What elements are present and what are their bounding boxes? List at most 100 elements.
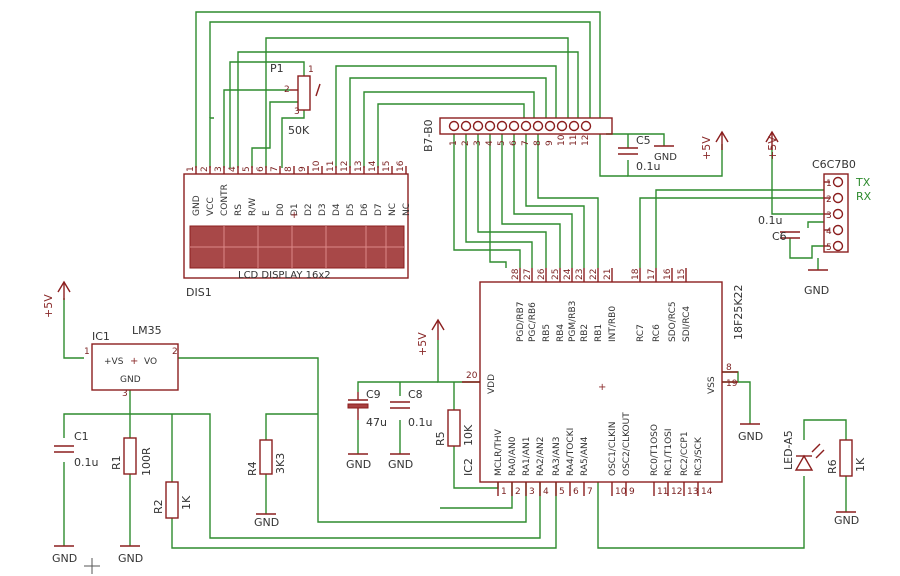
mcu-top-pin-number: 21 — [603, 269, 613, 280]
lcd-pin-label: D1 — [290, 203, 300, 216]
mcu-top-pin-number: 27 — [523, 269, 533, 280]
wire-r4 — [265, 413, 318, 440]
vcc-arrow-vdd: +5V — [416, 318, 445, 356]
pot-body — [297, 75, 311, 111]
header-c-pin — [832, 192, 844, 204]
lcd-pin-number: 14 — [368, 160, 378, 172]
header-b-pin-number: 4 — [485, 140, 495, 146]
resistor-r6: R6 1K — [826, 439, 867, 477]
pot-pin-2: 2 — [284, 85, 290, 95]
resistor-r2: R2 1K — [152, 481, 193, 519]
mcu-top-pin-number: 16 — [663, 268, 673, 280]
vdd-label: VDD — [487, 374, 497, 394]
gnd-r1: GND — [118, 545, 143, 565]
c5-value: 0.1u — [636, 160, 660, 173]
header-b-pin — [556, 120, 568, 132]
header-c-pin-number: 3 — [826, 211, 832, 221]
r6-ref: R6 — [826, 459, 839, 474]
capacitor-c6: 0.1u C6 — [758, 214, 800, 243]
lcd-pin-label: D2 — [304, 203, 314, 216]
capacitor-c9: C9 47u — [347, 388, 387, 429]
header-b-pin-number: 11 — [569, 135, 579, 146]
c5-ref: C5 — [636, 134, 651, 147]
r5-ref: R5 — [434, 431, 447, 446]
lm35-pin1: 1 — [84, 347, 90, 357]
gnd-label: GND — [388, 458, 413, 471]
mcu-ref: IC2 — [462, 458, 475, 476]
header-c-pin-number: 1 — [826, 179, 832, 189]
lcd-pin-number: 15 — [382, 161, 392, 172]
tx-label: TX — [855, 176, 871, 189]
lcd-ref: DIS1 — [186, 286, 212, 299]
gnd-c8: GND — [388, 453, 413, 471]
vcc-label: +5V — [700, 136, 713, 160]
mcu-top-pin-label: INT/RB0 — [608, 306, 618, 342]
gnd-label: GND — [804, 284, 829, 297]
vcc-label: +5V — [766, 136, 779, 160]
wire-pot-top — [229, 61, 305, 168]
mcu-bottom-pin-number: 12 — [671, 487, 682, 497]
lcd-pins: 1GND2VCC3CONTR4RS5R/W6E7D08D19D210D311D4… — [186, 160, 412, 216]
gnd-label: GND — [254, 516, 279, 529]
wire-lcd-gnd — [195, 11, 601, 168]
header-b-pin-number: 2 — [461, 140, 471, 146]
mcu-bottom-pin-number: 9 — [629, 487, 635, 497]
header-b-pin — [532, 120, 544, 132]
mcu-bottom-pin-label: RC1/T1OSI — [664, 428, 674, 476]
vcc-arrow-c5: +5V — [700, 130, 729, 160]
header-c-pin-number: 2 — [826, 195, 832, 205]
mcu: 28PGD/RB727PGC/RB626RB525RB424PGM/RB323R… — [462, 268, 745, 497]
lcd-pin-number: 2 — [200, 166, 210, 172]
mcu-bottom-pin-label: RC2/CCP1 — [680, 431, 690, 476]
mcu-top-pin-label: RB5 — [542, 324, 552, 342]
lcd-pin-label: NC — [402, 203, 412, 216]
wire-lcd-d4 — [335, 65, 557, 168]
lcd-pin-label: VCC — [206, 197, 216, 216]
lcd-pin-label: D3 — [318, 203, 328, 216]
c8-value: 0.1u — [408, 416, 432, 429]
svg-text:+: + — [130, 356, 138, 367]
gnd-label: GND — [738, 430, 763, 443]
mcu-bottom-pin-label: RA4/TOCKI — [566, 428, 576, 476]
mcu-bottom-pins: 1MCLR/THV2RA0/AN03RA1/AN14RA2/AN25RA3/AN… — [494, 412, 713, 497]
r1-ref: R1 — [110, 455, 123, 470]
gnd-label: GND — [346, 458, 371, 471]
header-c-ref: C6C7B0 — [812, 158, 856, 171]
mcu-bottom-pin-number: 10 — [615, 487, 627, 497]
capacitor-c8: C8 0.1u — [390, 388, 432, 429]
header-c-pin — [832, 176, 844, 188]
lcd-pin-number: 7 — [270, 166, 280, 172]
mcu-top-pin-number: 23 — [575, 269, 585, 280]
wire-b8 — [537, 134, 599, 268]
gnd-c5: GND — [654, 145, 677, 163]
mcu-bottom-pin-number: 14 — [701, 487, 713, 497]
lm35: IC1 LM35 +VS VO GND 1 2 3 + — [84, 324, 179, 399]
wire-hc-c6 — [789, 238, 824, 259]
lcd-pin-label: CONTR — [220, 184, 230, 216]
pot-pin-1: 1 — [308, 65, 314, 75]
header-b-pin — [496, 120, 508, 132]
wire-c5-bottom — [627, 144, 723, 177]
lcd-pin-number: 3 — [214, 166, 224, 172]
mcu-top-pin-label: RB4 — [556, 324, 566, 342]
header-b-pin — [508, 120, 520, 132]
lcd-pin-label: R/W — [248, 198, 258, 216]
wire-lcd-d7 — [377, 103, 525, 168]
lm35-vs: +VS — [104, 357, 124, 367]
lcd-pin-label: D0 — [276, 203, 286, 216]
r2-ref: R2 — [152, 499, 165, 514]
wire-lm35-vs — [63, 298, 84, 359]
resistor-r5: R5 10K — [434, 409, 475, 447]
mcu-bottom-pin-label: RA1/AN1 — [522, 437, 532, 476]
r5-value: 10K — [462, 424, 475, 446]
wire-c1 — [63, 413, 130, 438]
wire-rc6 — [655, 189, 824, 268]
vcc-arrow-lm35: +5V — [42, 280, 71, 318]
wire-lcd-d6 — [363, 91, 535, 168]
wire-lm35-vo — [178, 357, 527, 523]
lcd-pin-label: D6 — [360, 203, 370, 216]
